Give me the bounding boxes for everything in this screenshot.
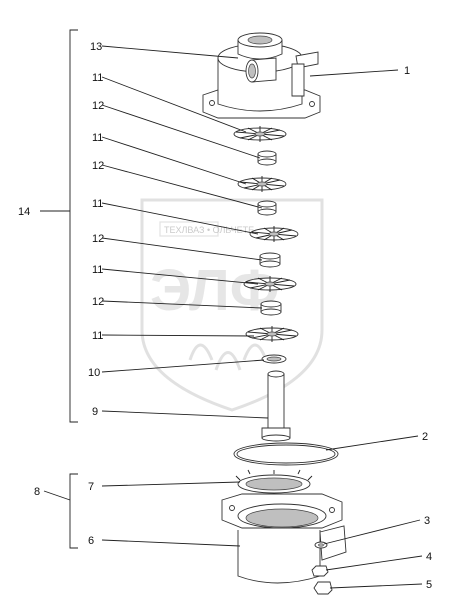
callout-10: 10 (88, 367, 100, 379)
part-4-nut (311, 565, 329, 577)
callout-11: 11 (92, 198, 103, 210)
ring-4 (260, 300, 282, 316)
callout-4: 4 (426, 551, 432, 563)
bracket-8 (69, 473, 78, 549)
impeller-5 (245, 326, 299, 342)
part-7-strainer (235, 469, 313, 494)
callout-12: 12 (92, 296, 104, 308)
callout-1: 1 (404, 65, 410, 77)
ring-3 (259, 252, 281, 268)
part-6-base-housing (221, 493, 347, 584)
bracket-14 (69, 29, 78, 423)
callout-5: 5 (426, 579, 432, 591)
part-10-ring (261, 354, 287, 364)
callout-7: 7 (88, 481, 94, 493)
part-5-bolt (313, 581, 333, 595)
impeller-2 (237, 176, 287, 192)
callout-9: 9 (92, 406, 98, 418)
impeller-4 (243, 276, 297, 292)
callout-2: 2 (422, 431, 428, 443)
callout-12: 12 (92, 233, 104, 245)
part-9-shaft (261, 370, 291, 442)
callout-13: 13 (90, 41, 102, 53)
leader-lines (101, 45, 423, 589)
callout-11: 11 (92, 132, 103, 144)
part-13-housing (202, 32, 321, 119)
callout-3: 3 (424, 515, 430, 527)
callout-11: 11 (92, 330, 103, 342)
ring-2 (257, 200, 277, 216)
callout-6: 6 (88, 535, 94, 547)
callout-12: 12 (92, 160, 104, 172)
impeller-1 (233, 126, 287, 142)
callout-11: 11 (92, 72, 103, 84)
callout-12: 12 (92, 100, 104, 112)
part-2-gasket (233, 442, 339, 466)
ring-1 (257, 150, 277, 166)
callout-11: 11 (92, 264, 103, 276)
bracket-8-tick (43, 490, 71, 501)
watermark-brand-large: ЭЛФ (150, 258, 279, 323)
callout-14: 14 (18, 206, 30, 218)
impeller-3 (249, 226, 299, 242)
callout-8: 8 (34, 486, 40, 498)
watermark-logo: ТЕХЛВАЗ • ОЛЬЧЕТЕ ЭЛФ (140, 198, 324, 412)
part-3-washer (314, 541, 328, 549)
callouts: 13 1 11 12 11 12 14 11 12 11 12 11 10 9 … (18, 41, 432, 591)
watermark-brand-small: ТЕХЛВАЗ • ОЛЬЧЕТЕ (164, 225, 254, 235)
